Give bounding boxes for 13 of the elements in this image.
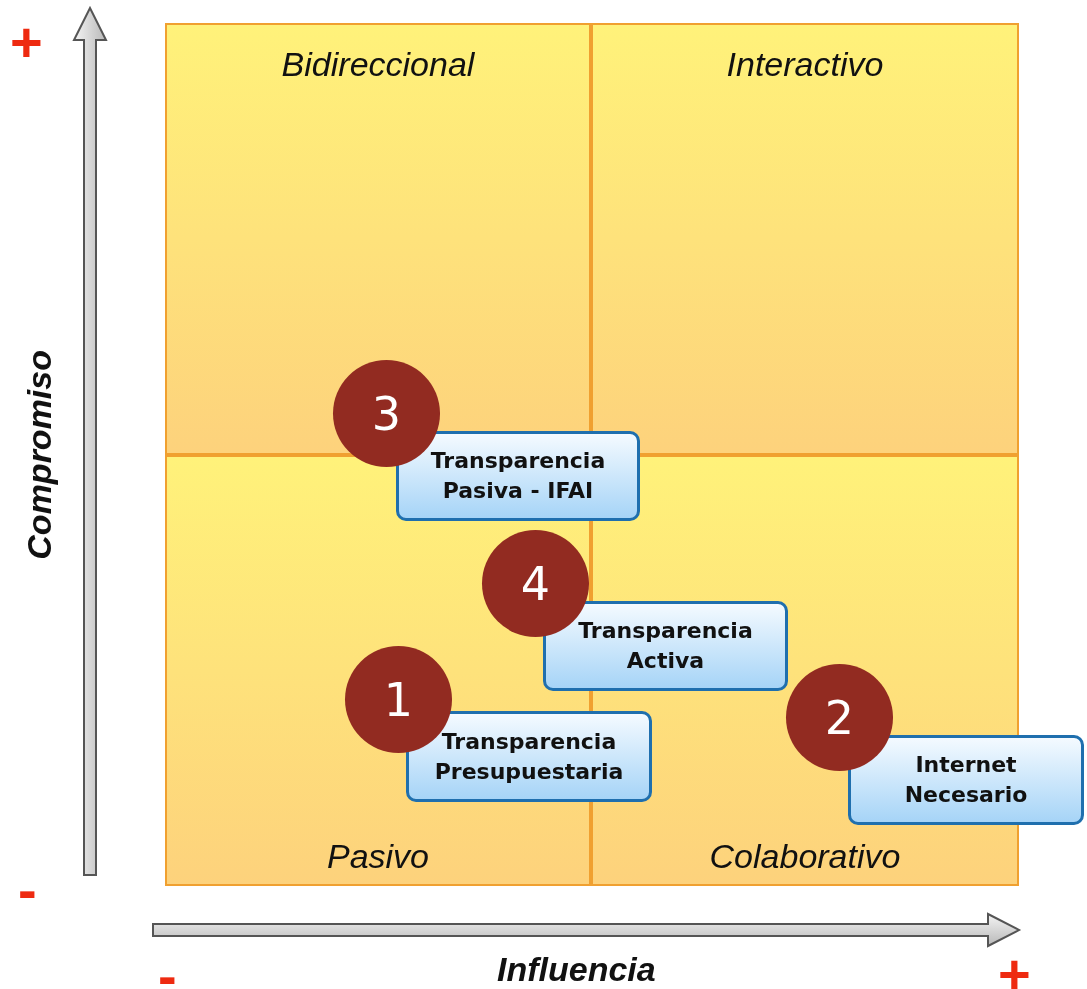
quadrant-label: Interactivo — [725, 45, 885, 84]
minus-sign: - — [158, 948, 177, 989]
category-card: Transparencia Activa — [543, 601, 788, 691]
plus-sign: + — [10, 14, 43, 70]
quadrant-label: Pasivo — [325, 837, 431, 876]
axis-title: Compromiso — [20, 350, 59, 560]
plus-sign: + — [998, 946, 1031, 989]
category-card: Internet Necesario — [848, 735, 1084, 825]
quadrant-label: Colaborativo — [708, 837, 902, 876]
minus-sign: - — [18, 862, 37, 918]
quadrant-label: Bidireccional — [280, 45, 476, 84]
category-card: Transparencia Pasiva - IFAI — [396, 431, 640, 521]
axis-title: Influencia — [497, 950, 656, 989]
